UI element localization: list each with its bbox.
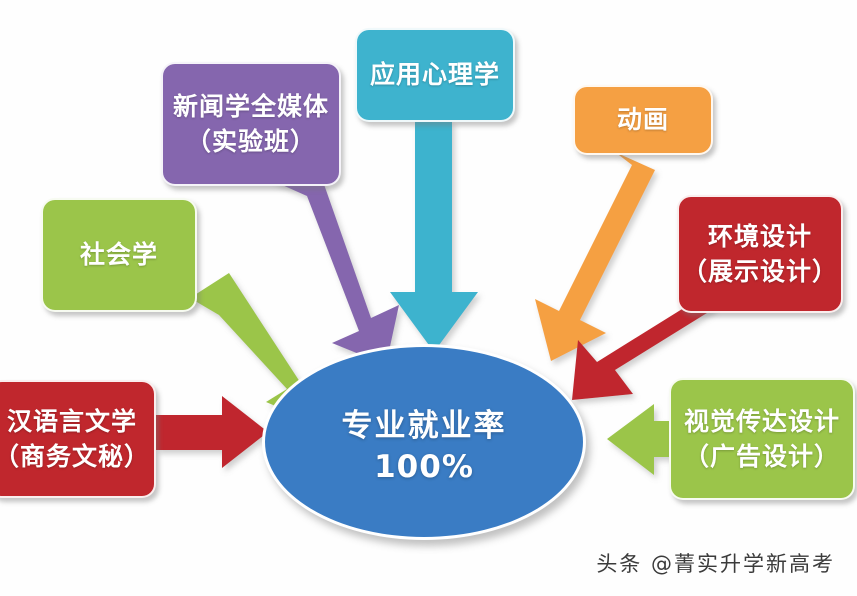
node-journalism[interactable]: 新闻学全媒体 （实验班） — [161, 62, 341, 186]
node-journalism-line-1: （实验班） — [185, 127, 316, 156]
arrow-journalism — [271, 173, 399, 365]
node-animation[interactable]: 动画 — [573, 85, 713, 155]
watermark: 头条 @菁实升学新高考 — [596, 552, 835, 576]
node-applied-psychology[interactable]: 应用心理学 — [355, 28, 515, 122]
node-chinese-literature-line-0: 汉语言文学 — [6, 406, 137, 436]
node-chinese-literature[interactable]: 汉语言文学 （商务文秘） — [0, 380, 156, 498]
node-environmental-design-line-0: 环境设计 — [707, 221, 812, 251]
node-animation-line-0: 动画 — [616, 105, 669, 135]
node-journalism-line-0: 新闻学全媒体 — [172, 91, 329, 121]
node-environmental-design-line-1: （展示设计） — [682, 257, 839, 286]
node-visual-communication-design[interactable]: 视觉传达设计 （广告设计） — [669, 378, 855, 500]
node-sociology[interactable]: 社会学 — [41, 198, 197, 312]
center-hub-value: 100% — [374, 448, 474, 485]
node-environmental-design[interactable]: 环境设计 （展示设计） — [677, 195, 843, 313]
arrow-animation — [535, 152, 655, 361]
arrow-environmental-design — [572, 268, 715, 400]
arrow-chinese-literature — [156, 396, 268, 468]
node-visual-communication-design-line-0: 视觉传达设计 — [683, 406, 840, 436]
node-chinese-literature-line-1: （商务文秘） — [0, 442, 151, 471]
center-hub[interactable]: 专业就业率 100% — [262, 344, 586, 540]
node-applied-psychology-line-0: 应用心理学 — [369, 60, 500, 90]
node-visual-communication-design-line-1: （广告设计） — [683, 442, 840, 471]
arrow-applied-psychology — [390, 120, 478, 352]
arrow-sociology — [190, 273, 320, 424]
center-hub-title: 专业就业率 — [341, 407, 507, 444]
node-sociology-line-0: 社会学 — [79, 240, 158, 270]
